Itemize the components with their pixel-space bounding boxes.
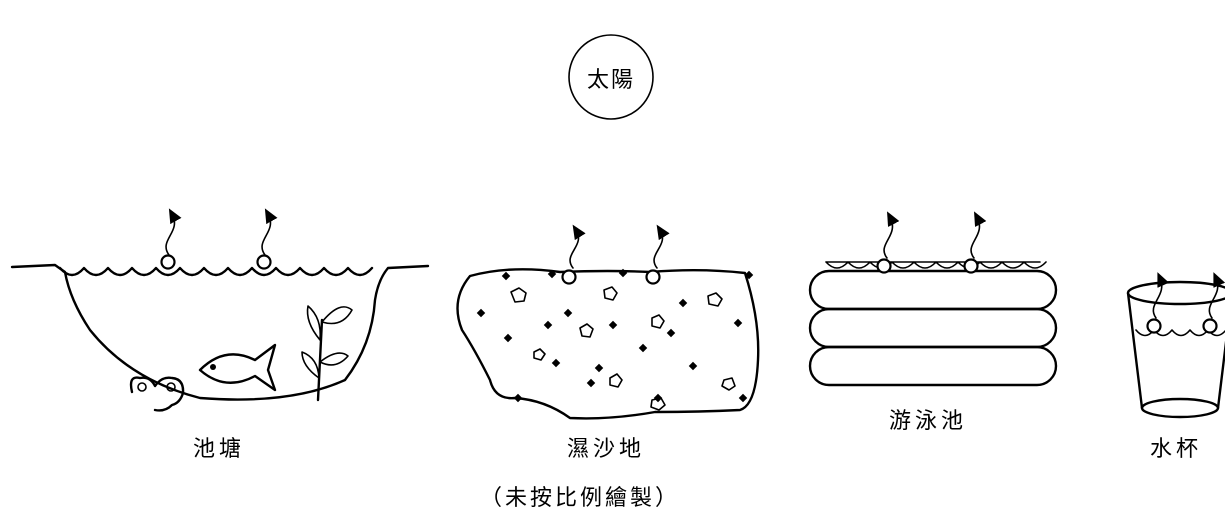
pond-vapor-arrow <box>256 208 278 270</box>
water-droplets <box>476 268 754 403</box>
sun-circle <box>568 34 654 120</box>
wet-sand-label: 濕沙地 <box>567 437 646 462</box>
frog-icon <box>129 376 185 412</box>
cup-label: 水杯 <box>1150 437 1203 462</box>
plant-icon <box>301 305 353 402</box>
pond-label: 池塘 <box>193 437 246 462</box>
cup-vapor-arrow <box>1146 272 1170 334</box>
fish-icon <box>198 343 277 392</box>
wet-sand-vapor-arrow <box>561 224 586 285</box>
pond-water-surface <box>58 266 374 277</box>
pool-label: 游泳池 <box>889 409 968 434</box>
pool-vapor-arrow <box>963 211 987 274</box>
cup-scene <box>1126 272 1225 419</box>
sun-label: 太陽 <box>586 68 636 93</box>
pool-vapor-arrow <box>876 211 900 274</box>
pond-scene <box>10 208 430 412</box>
pool-scene <box>808 211 1058 387</box>
cup-vapor-arrow <box>1202 272 1225 334</box>
pond-vapor-arrow <box>160 208 182 270</box>
wet-sand-vapor-arrow <box>645 224 670 285</box>
sand-grains <box>510 286 736 411</box>
pool-water-surface <box>825 261 1047 269</box>
wet-sand-scene <box>456 224 760 420</box>
scale-note: （未按比例繪製） <box>480 486 681 511</box>
